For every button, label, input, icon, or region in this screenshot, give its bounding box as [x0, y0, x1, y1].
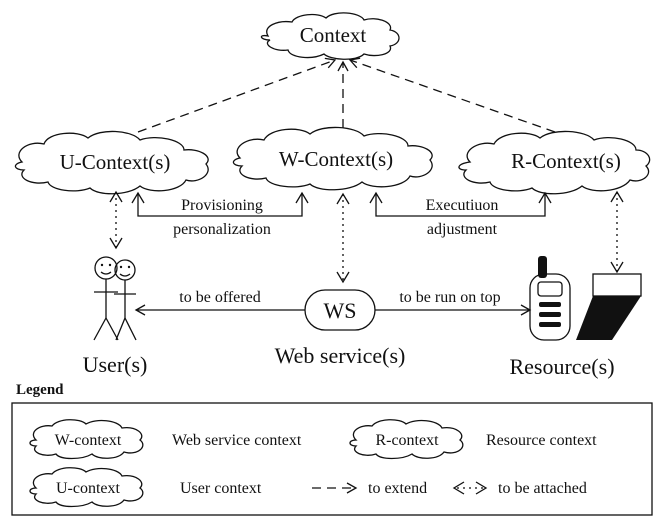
run-on-top-label: to be run on top	[399, 289, 500, 306]
legend-r-item: R-context Resource context	[349, 419, 597, 460]
context-label: Context	[300, 23, 367, 47]
legend-u-item: U-context User context	[29, 467, 262, 508]
legend-box	[11, 402, 653, 516]
w-context-cloud: W-Context(s)	[232, 126, 433, 191]
extend-edge-r	[348, 57, 556, 133]
users-label: User(s)	[83, 352, 148, 377]
legend-r-desc: Resource context	[486, 432, 597, 449]
personalization-label: personalization	[173, 221, 271, 238]
resources-label: Resource(s)	[509, 354, 614, 379]
r-context-cloud: R-Context(s)	[458, 130, 651, 195]
r-context-label: R-Context(s)	[511, 149, 621, 173]
legend-w-item: W-context Web service context	[29, 419, 302, 460]
ws-node: WS	[304, 289, 376, 331]
extend-edge-u	[137, 57, 337, 133]
provisioning-bracket: Provisioning personalization	[131, 191, 309, 238]
offered-label: to be offered	[179, 289, 260, 306]
extend-edges	[137, 57, 556, 133]
phone-icon	[529, 256, 571, 341]
u-context-label: U-Context(s)	[60, 150, 171, 174]
ws-edges: to be offered to be run on top	[134, 289, 532, 316]
legend-u-cloud-label: U-context	[56, 480, 121, 497]
provisioning-label: Provisioning	[181, 197, 263, 214]
w-context-label: W-Context(s)	[279, 147, 393, 171]
laptop-icon	[576, 273, 642, 340]
legend-u-desc: User context	[180, 480, 262, 497]
legend-extend-label: to extend	[368, 480, 427, 497]
attach-edges	[109, 190, 624, 284]
legend-w-cloud-label: W-context	[55, 432, 122, 449]
legend-attached-item: to be attached	[452, 480, 587, 497]
adjustment-label: adjustment	[427, 221, 498, 238]
u-context-cloud: U-Context(s)	[14, 130, 209, 195]
execution-label: Executiuon	[426, 197, 499, 214]
ws-label: WS	[324, 298, 357, 323]
legend-w-desc: Web service context	[172, 432, 302, 449]
web-service-label: Web service(s)	[275, 343, 406, 368]
legend-title: Legend	[16, 382, 64, 398]
context-cloud: Context	[260, 12, 400, 60]
users-icon	[93, 256, 137, 341]
legend-extend-item: to extend	[312, 480, 427, 497]
legend-attached-label: to be attached	[498, 480, 587, 497]
legend-r-cloud-label: R-context	[375, 432, 439, 449]
execution-bracket: Executiuon adjustment	[369, 191, 552, 238]
